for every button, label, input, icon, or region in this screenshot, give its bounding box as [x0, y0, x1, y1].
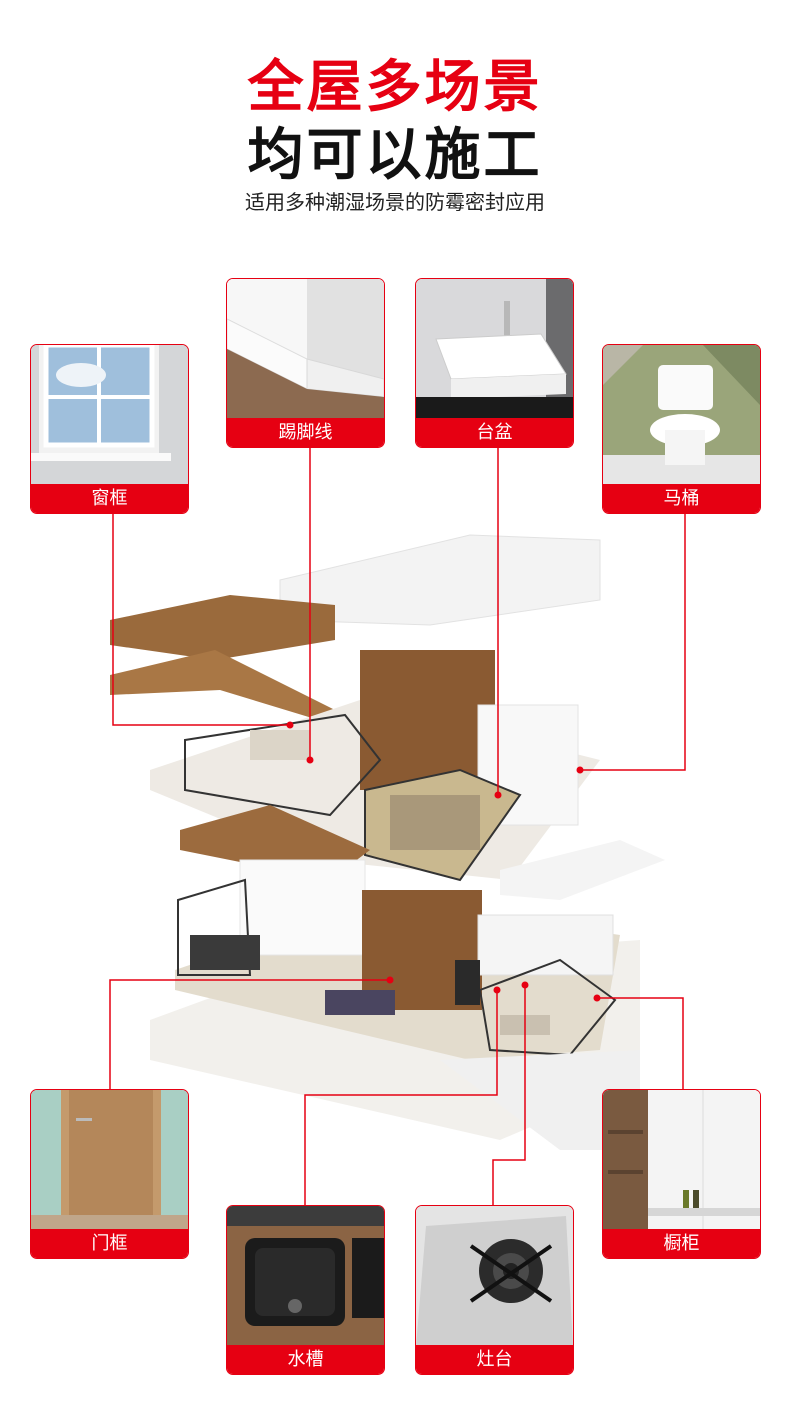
window-photo — [31, 345, 188, 485]
door-frame-label: 门框 — [31, 1229, 188, 1258]
baseboard-photo — [227, 279, 384, 419]
card-basin: 台盆 — [415, 278, 574, 448]
card-sink: 水槽 — [226, 1205, 385, 1375]
card-stove: 灶台 — [415, 1205, 574, 1375]
card-door-frame: 门框 — [30, 1089, 189, 1259]
sink-label: 水槽 — [227, 1345, 384, 1374]
window-frame-label: 窗框 — [31, 484, 188, 513]
headline-secondary: 均可以施工 — [247, 123, 543, 188]
door-photo — [31, 1090, 188, 1230]
cabinet-label: 橱柜 — [603, 1229, 760, 1258]
cabinet-photo — [603, 1090, 760, 1230]
subtitle: 适用多种潮湿场景的防霉密封应用 — [245, 190, 545, 214]
stove-label: 灶台 — [416, 1345, 573, 1374]
headline-primary: 全屋多场景 — [247, 55, 543, 120]
toilet-photo — [603, 345, 760, 485]
basin-photo — [416, 279, 573, 419]
card-window-frame: 窗框 — [30, 344, 189, 514]
card-cabinet: 橱柜 — [602, 1089, 761, 1259]
toilet-label: 马桶 — [603, 484, 760, 513]
baseboard-label: 踢脚线 — [227, 418, 384, 447]
sink-photo — [227, 1206, 384, 1346]
card-toilet: 马桶 — [602, 344, 761, 514]
basin-label: 台盆 — [416, 418, 573, 447]
stove-photo — [416, 1206, 573, 1346]
card-baseboard: 踢脚线 — [226, 278, 385, 448]
